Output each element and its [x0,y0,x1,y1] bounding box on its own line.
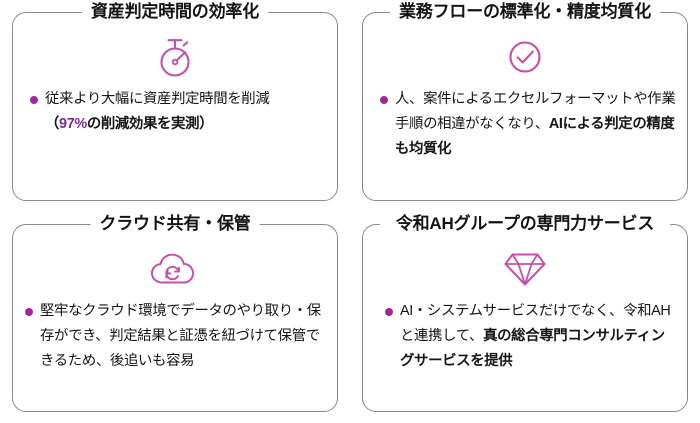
body-line-1: AI・システムサービスだけでなく、令和AHと連携して、 [400,302,671,344]
icon-wrap-standardization [504,33,546,81]
icon-wrap-expertise [502,245,548,293]
card-body-expertise: AI・システムサービスだけでなく、令和AHと連携して、真の総合専門コンサルティン… [400,299,673,374]
card-title-cloud: クラウド共有・保管 [90,211,260,236]
grid-cell-standardization: 業務フローの標準化・精度均質化 人、案件によるエクセルフォーマットや作業手順の相… [350,0,700,212]
card-cloud: クラウド共有・保管 堅牢なクラウド環境でデータのやり取り・保存ができ、判定結果と… [12,211,338,412]
card-body-efficiency: 従来より大幅に資産判定時間を削減 （97%の削減効果を実測） [45,87,270,137]
bullet-point [30,96,38,104]
bullet-point [25,307,33,316]
card-standardization: 業務フローの標準化・精度均質化 人、案件によるエクセルフォーマットや作業手順の相… [362,0,688,201]
grid-cell-cloud: クラウド共有・保管 堅牢なクラウド環境でデータのやり取り・保存ができ、判定結果と… [0,211,350,423]
body-line-2-bold: AIによる判定の精度も均質化 [395,116,675,157]
card-expertise: 令和AHグループの専門力サービス AI・システムサービスだけでな [362,211,688,412]
icon-wrap-cloud [148,245,202,293]
card-body-standardization: 人、案件によるエクセルフォーマットや作業手順の相違がなくなり、AIによる判定の精… [395,87,677,162]
body-line-2-bold: 真の総合専門コンサルティングサービスを提供 [400,327,665,369]
bullet-point [385,307,393,316]
bullet-point [380,96,388,104]
diamond-icon [504,253,546,285]
card-title-efficiency: 資産判定時間の効率化 [82,0,268,24]
card-title-expertise: 令和AHグループの専門力サービス [386,211,664,236]
body-paren-open: （ [45,116,60,132]
grid-cell-efficiency: 資産判定時間の効率化 従来より大幅に資産判定時間を削減 [0,0,350,212]
body-line-1: 人、案件によるエクセルフォーマットや作業手順の相違がなくなり、 [395,91,676,132]
card-body-cloud: 堅牢なクラウド環境でデータのやり取り・保存ができ、判定結果と証憑を紐づけて保管で… [40,302,321,369]
icon-wrap-efficiency [155,33,195,81]
check-circle-icon [509,41,541,73]
stopwatch-icon [160,39,190,77]
grid-cell-expertise: 令和AHグループの専門力サービス AI・システムサービスだけでな [350,211,700,423]
cloud-sync-icon [151,253,194,283]
card-efficiency: 資産判定時間の効率化 従来より大幅に資産判定時間を削減 [12,0,338,201]
card-title-standardization: 業務フローの標準化・精度均質化 [390,0,660,24]
body-line-2-rest: の削減効果を実測） [86,116,214,132]
body-line-1: 従来より大幅に資産判定時間を削減 [45,91,270,107]
accent-percentage: 97% [59,116,87,132]
